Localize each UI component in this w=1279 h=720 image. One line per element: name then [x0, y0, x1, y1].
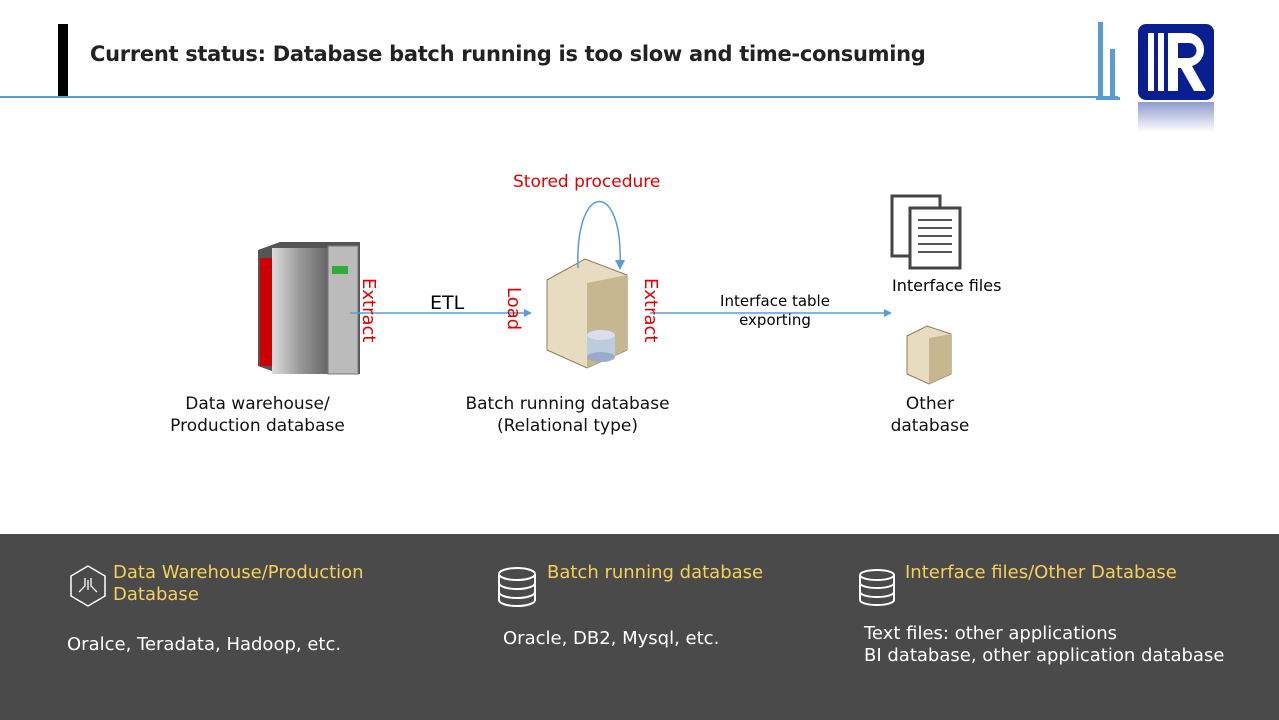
data-warehouse-line2: Production database [170, 416, 345, 436]
other-db-line2: database [890, 416, 970, 436]
other-db-line1: Other [905, 394, 955, 414]
batch-db-line1: Batch running database [465, 394, 670, 414]
load-label: Load [503, 287, 524, 331]
panel-heading-warehouse: Data Warehouse/Production Database [113, 562, 364, 605]
document-files-icon [890, 194, 962, 270]
stored-procedure-loop-arrow [577, 200, 625, 270]
panel-text-warehouse: Oralce, Teradata, Hadoop, etc. [67, 634, 342, 655]
extract-label-left: Extract [358, 278, 379, 343]
database-stack-icon [859, 569, 895, 606]
panel-text-batch: Oracle, DB2, Mysql, etc. [503, 628, 720, 649]
header-divider [0, 96, 1118, 98]
extract-label-right: Extract [640, 278, 661, 343]
title-accent-bar [58, 24, 68, 97]
panel-heading-batch: Batch running database [547, 562, 764, 583]
batch-database-server-icon [546, 258, 628, 369]
database-icon [498, 567, 536, 607]
hexagon-flow-icon [70, 565, 106, 607]
panel-heading-interface: Interface files/Other Database [905, 562, 1177, 583]
data-warehouse-caption: Data warehouse/ Production database [150, 393, 365, 437]
summary-panel [0, 534, 1279, 720]
page-title: Current status: Database batch running i… [90, 42, 926, 66]
interface-table-exporting-label: Interface table exporting [720, 292, 830, 329]
etl-label: ETL [430, 292, 465, 314]
company-logo [1138, 24, 1214, 132]
other-database-caption: Other database [870, 393, 990, 437]
data-warehouse-server-icon [258, 242, 360, 375]
batch-db-line2: (Relational type) [497, 416, 638, 436]
batch-database-caption: Batch running database (Relational type) [450, 393, 685, 437]
interface-files-label: Interface files [892, 276, 1002, 295]
bar-chart-decoration-icon [1096, 22, 1120, 100]
data-warehouse-line1: Data warehouse/ [185, 394, 330, 414]
panel-text-interface: Text files: other applications BI databa… [864, 623, 1225, 666]
flow-arrows [350, 309, 892, 317]
stored-procedure-label: Stored procedure [513, 172, 661, 192]
other-database-server-icon [906, 325, 952, 385]
